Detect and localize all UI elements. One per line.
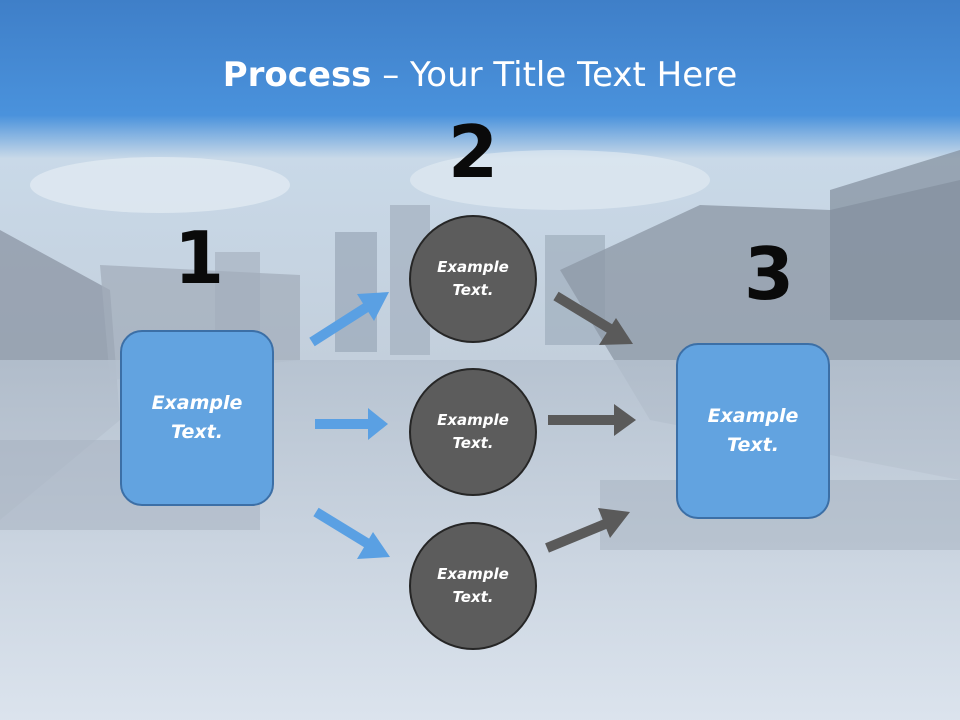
arrow-to-middle-circle — [315, 408, 388, 440]
arrow-from-top-circle — [553, 291, 633, 345]
step-2-circle-middle: Example Text. — [409, 368, 537, 496]
step-number-1: 1 — [173, 216, 225, 300]
circle-bottom-text: Example Text. — [437, 565, 509, 606]
arrow-from-bottom-circle — [545, 508, 630, 553]
step-1-box-text: Example Text. — [151, 392, 243, 443]
circle-top-text: Example Text. — [437, 258, 509, 299]
step-3-box: Example Text. — [676, 343, 830, 519]
step-2-circle-bottom: Example Text. — [409, 522, 537, 650]
circle-middle-text: Example Text. — [437, 411, 509, 452]
slide-title: Process – Your Title Text Here — [0, 52, 960, 98]
step-3-box-text: Example Text. — [707, 405, 799, 456]
title-bold: Process — [222, 55, 372, 95]
step-number-3: 3 — [743, 232, 795, 316]
arrow-to-bottom-circle — [313, 507, 390, 559]
title-rest: – Your Title Text Here — [371, 55, 738, 95]
step-2-circle-top: Example Text. — [409, 215, 537, 343]
step-1-box: Example Text. — [120, 330, 274, 506]
arrow-to-top-circle — [309, 292, 389, 347]
step-number-2: 2 — [447, 110, 499, 194]
arrow-from-middle-circle — [548, 404, 636, 436]
